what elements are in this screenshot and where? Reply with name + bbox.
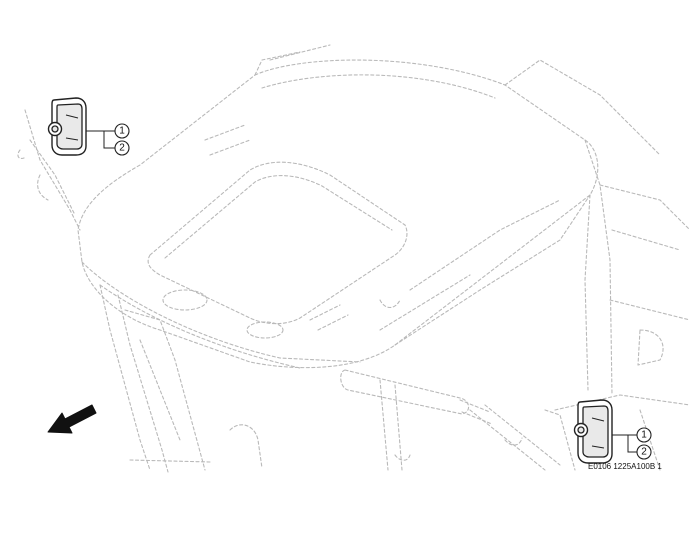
reference-code: E0106 1225A100B 1 xyxy=(588,462,662,471)
callout-circle-2-right xyxy=(636,444,652,460)
right-mirror-callouts: 1 2 xyxy=(612,427,652,460)
callout-1-right: 1 xyxy=(641,430,647,441)
callout-1-left: 1 xyxy=(119,126,125,137)
callout-2-left: 2 xyxy=(119,143,125,154)
forward-direction-arrow-icon xyxy=(47,404,97,434)
right-mirror xyxy=(573,399,613,464)
callout-circle-1-right xyxy=(636,427,652,443)
left-mirror-callouts: 1 2 xyxy=(86,123,130,156)
callout-circle-2-left xyxy=(114,140,130,156)
cab-outline xyxy=(17,44,691,473)
callout-circle-1-left xyxy=(114,123,130,139)
callout-2-right: 2 xyxy=(641,447,647,458)
left-mirror xyxy=(47,97,87,156)
